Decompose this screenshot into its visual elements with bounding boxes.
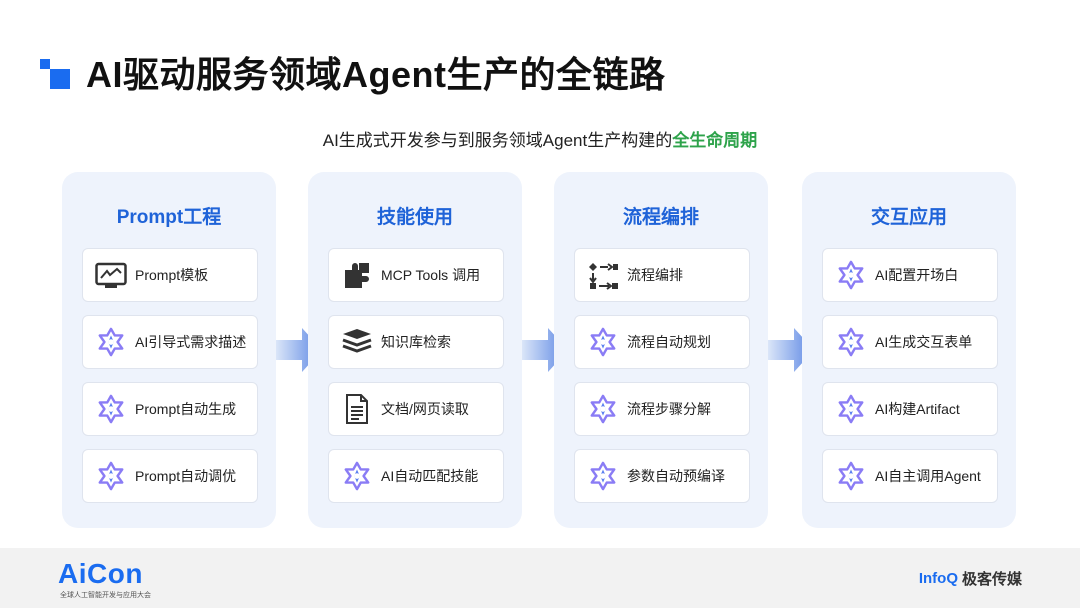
- card-param-precompile[interactable]: 参数自动预编译: [574, 449, 750, 503]
- ai-star-icon: [587, 393, 619, 425]
- subtitle-text: AI生成式开发参与到服务领域Agent生产构建的: [322, 131, 673, 150]
- infoq-logo-text: InfoQ: [918, 570, 958, 587]
- card-flow-step-decompose[interactable]: 流程步骤分解: [574, 382, 750, 436]
- aicon-subtitle: 全球人工智能开发与应用大会: [60, 592, 151, 599]
- card-label: 知识库检索: [381, 334, 451, 350]
- card-flow-auto-plan[interactable]: 流程自动规划: [574, 315, 750, 369]
- card-label: 参数自动预编译: [627, 468, 725, 484]
- books-icon: [341, 326, 373, 358]
- infoq-logo-cn: 极客传媒: [961, 571, 1022, 588]
- card-label: 流程编排: [627, 267, 683, 283]
- card-label: AI引导式需求描述: [135, 334, 247, 350]
- card-label: 文档/网页读取: [381, 401, 469, 417]
- document-icon: [341, 393, 373, 425]
- column-title: 技能使用: [376, 207, 453, 228]
- card-label: AI配置开场白: [875, 267, 959, 283]
- card-knowledge-base[interactable]: 知识库检索: [328, 315, 504, 369]
- ai-star-icon: [341, 460, 373, 492]
- card-document-read[interactable]: 文档/网页读取: [328, 382, 504, 436]
- card-label: AI自主调用Agent: [875, 468, 981, 484]
- infoq-logo: InfoQ 极客传媒: [919, 568, 1022, 589]
- card-prompt-template[interactable]: Prompt模板: [82, 248, 258, 302]
- card-ai-guided-requirement[interactable]: AI引导式需求描述: [82, 315, 258, 369]
- title-bar: AI驱动服务领域Agent生产的全链路: [40, 44, 666, 100]
- screen-icon: [95, 259, 127, 291]
- card-label: Prompt自动生成: [135, 401, 237, 417]
- card-label: AI生成交互表单: [875, 334, 973, 350]
- aicon-logo: AiCon: [58, 558, 143, 589]
- column-title: 交互应用: [870, 207, 947, 228]
- column-title: Prompt工程: [116, 207, 222, 228]
- ai-star-icon: [587, 460, 619, 492]
- subtitle-highlight: 全生命周期: [672, 131, 758, 150]
- column-title: 流程编排: [622, 207, 699, 228]
- card-prompt-auto-tune[interactable]: Prompt自动调优: [82, 449, 258, 503]
- card-ai-opening[interactable]: AI配置开场白: [822, 248, 998, 302]
- subtitle: AI生成式开发参与到服务领域Agent生产构建的全生命周期: [0, 126, 1080, 151]
- card-mcp-tools[interactable]: MCP Tools 调用: [328, 248, 504, 302]
- card-label: Prompt自动调优: [135, 468, 237, 484]
- ai-star-icon: [95, 326, 127, 358]
- puzzle-icon: [341, 259, 373, 291]
- ai-star-icon: [835, 259, 867, 291]
- footer: AiCon 全球人工智能开发与应用大会 InfoQ 极客传媒: [0, 548, 1080, 608]
- card-ai-call-agent[interactable]: AI自主调用Agent: [822, 449, 998, 503]
- ai-star-icon: [835, 393, 867, 425]
- card-label: 流程步骤分解: [627, 401, 711, 417]
- card-label: AI构建Artifact: [875, 401, 960, 417]
- page-title: AI驱动服务领域Agent生产的全链路: [86, 54, 666, 95]
- column-skills: 技能使用 MCP Tools 调用 知识库检索 文档/网页读取 AI自动匹配技能: [308, 172, 522, 528]
- column-orchestration: 流程编排 流程编排 流程自动规划 流程步骤分解 参数自动预编译: [554, 172, 768, 528]
- card-ai-skill-match[interactable]: AI自动匹配技能: [328, 449, 504, 503]
- ai-star-icon: [835, 326, 867, 358]
- card-label: Prompt模板: [135, 267, 209, 283]
- card-prompt-auto-generate[interactable]: Prompt自动生成: [82, 382, 258, 436]
- card-ai-form[interactable]: AI生成交互表单: [822, 315, 998, 369]
- column-prompt-engineering: Prompt工程 Prompt模板 AI引导式需求描述 Prompt自动生成 P…: [62, 172, 276, 528]
- ai-star-icon: [587, 326, 619, 358]
- title-logo-icon: [40, 55, 74, 89]
- column-interaction: 交互应用 AI配置开场白 AI生成交互表单 AI构建Artifact AI自主调…: [802, 172, 1016, 528]
- ai-star-icon: [835, 460, 867, 492]
- card-ai-artifact[interactable]: AI构建Artifact: [822, 382, 998, 436]
- ai-star-icon: [95, 460, 127, 492]
- ai-star-icon: [95, 393, 127, 425]
- flow-icon: [587, 259, 619, 291]
- card-label: 流程自动规划: [627, 334, 711, 350]
- card-flow-orchestration[interactable]: 流程编排: [574, 248, 750, 302]
- card-label: MCP Tools 调用: [381, 267, 481, 283]
- card-label: AI自动匹配技能: [381, 468, 479, 484]
